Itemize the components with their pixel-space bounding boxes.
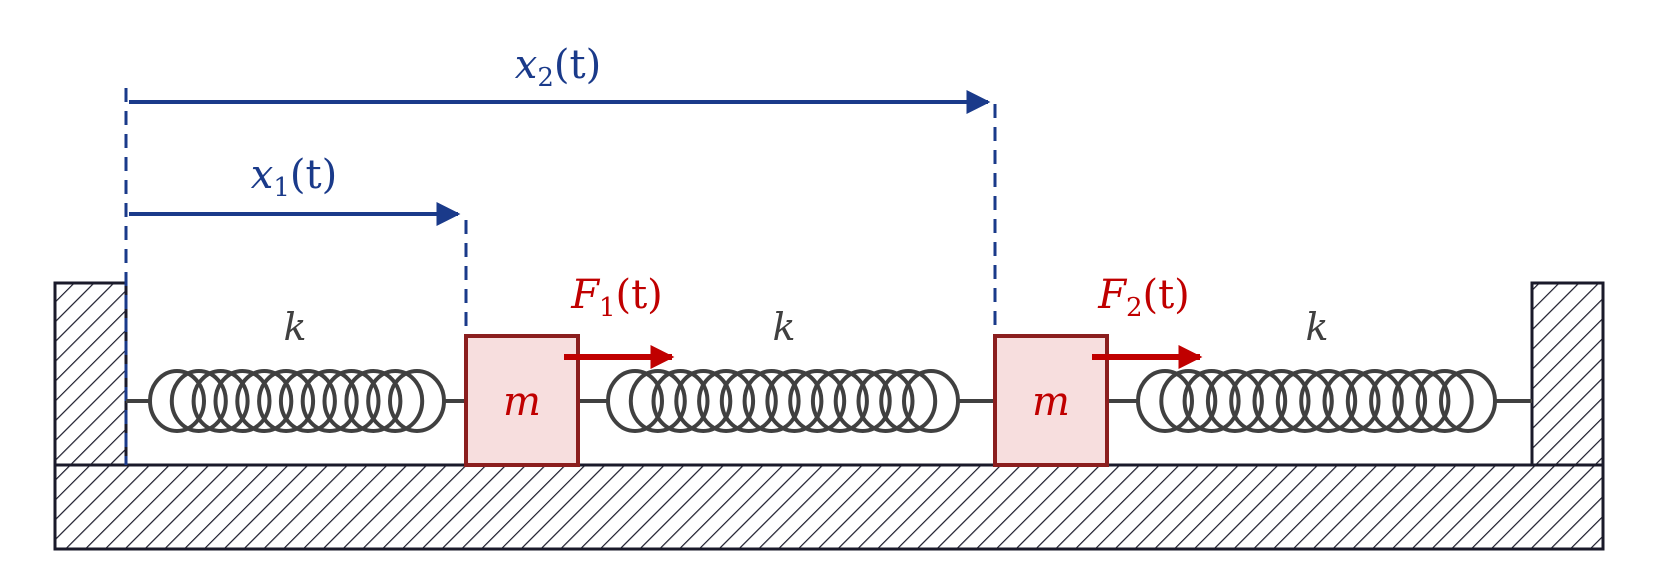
spring-coil <box>278 369 337 433</box>
spring-coil <box>191 369 250 433</box>
spring-coil <box>1136 369 1194 433</box>
spring-coil <box>235 369 294 433</box>
spring-coil <box>742 369 801 433</box>
spring-coil <box>628 369 687 433</box>
mass-1-label: m <box>503 379 541 425</box>
spring-coil <box>606 369 664 433</box>
spring-coil <box>856 369 915 433</box>
spring-coil <box>1205 369 1264 433</box>
spring-3 <box>1136 369 1497 433</box>
spring-coil <box>765 369 824 433</box>
spring-coil <box>1299 369 1358 433</box>
spring-1 <box>148 369 446 433</box>
spring-coil <box>322 369 381 433</box>
spring-coil <box>719 369 778 433</box>
spring-coil <box>1439 369 1497 433</box>
spring-coil <box>388 369 446 433</box>
mass-2-label: m <box>1032 379 1070 425</box>
spring-coil <box>674 369 733 433</box>
spring-coil <box>213 369 272 433</box>
spring-2-label: k <box>772 305 795 349</box>
spring-2 <box>606 369 960 433</box>
spring-coil <box>1415 369 1474 433</box>
ground <box>53 463 1605 551</box>
spring-coil <box>1392 369 1451 433</box>
mass-2: m <box>993 334 1109 467</box>
mass-1: m <box>464 334 580 467</box>
right-wall <box>1530 281 1605 467</box>
spring-coil <box>902 369 960 433</box>
spring-coil <box>1229 369 1288 433</box>
spring-coil <box>879 369 938 433</box>
x2-label: x2(t) <box>515 42 601 93</box>
spring-coil <box>1275 369 1334 433</box>
spring-coil <box>1322 369 1381 433</box>
spring-coil <box>810 369 869 433</box>
spring-coil <box>1252 369 1311 433</box>
spring-coil <box>148 369 206 433</box>
spring-coil <box>1159 369 1218 433</box>
spring-coil <box>697 369 756 433</box>
spring-coil <box>1369 369 1428 433</box>
spring-coil <box>788 369 847 433</box>
spring-coil <box>344 369 403 433</box>
spring-coil <box>1345 369 1404 433</box>
spring-coil <box>1182 369 1241 433</box>
spring-coil <box>651 369 710 433</box>
x1-label: x1(t) <box>251 152 337 203</box>
spring-coil <box>169 369 228 433</box>
spring-coil <box>300 369 359 433</box>
left-wall <box>53 281 128 467</box>
F1-label: F1(t) <box>570 272 663 323</box>
spring-coil <box>257 369 316 433</box>
spring-1-label: k <box>283 305 306 349</box>
spring-3-label: k <box>1305 305 1328 349</box>
spring-coil <box>833 369 892 433</box>
spring-coil <box>366 369 425 433</box>
F2-label: F2(t) <box>1097 272 1190 323</box>
